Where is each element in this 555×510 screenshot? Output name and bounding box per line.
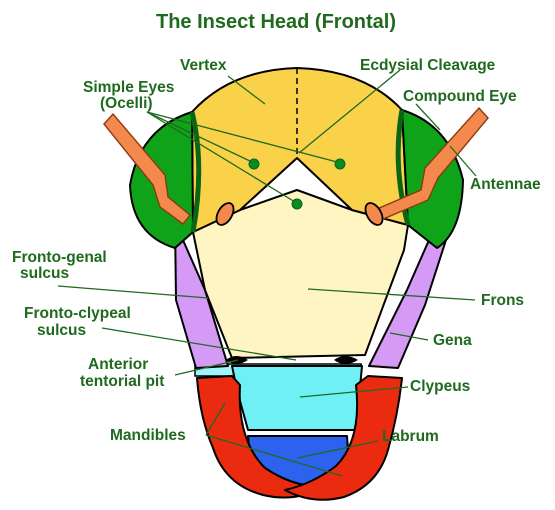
label-tentorial-pit: tentorial pit bbox=[80, 373, 164, 390]
label-clypeus: Clypeus bbox=[410, 378, 470, 395]
ocellus-right bbox=[335, 159, 345, 169]
label-compound-eye: Compound Eye bbox=[403, 88, 517, 105]
label-ocelli: (Ocelli) bbox=[100, 95, 153, 112]
clypeus-region bbox=[232, 366, 362, 430]
label-frons: Frons bbox=[481, 292, 524, 309]
label-mandibles: Mandibles bbox=[110, 427, 186, 444]
label-fronto-clypeal-sulcus: sulcus bbox=[37, 322, 86, 339]
label-labrum: Labrum bbox=[382, 428, 439, 445]
label-simple-eyes: Simple Eyes bbox=[83, 79, 174, 96]
label-anterior: Anterior bbox=[88, 356, 148, 373]
label-ecdysial-cleavage: Ecdysial Cleavage bbox=[360, 57, 496, 74]
label-gena: Gena bbox=[433, 332, 472, 349]
tentorial-pit-right bbox=[334, 356, 358, 364]
diagram-title: The Insect Head (Frontal) bbox=[156, 11, 396, 33]
label-fronto-clypeal: Fronto-clypeal bbox=[24, 305, 131, 322]
label-fronto-genal: Fronto-genal bbox=[12, 249, 107, 266]
label-fronto-genal-sulcus: sulcus bbox=[20, 265, 69, 282]
label-antennae: Antennae bbox=[470, 176, 541, 193]
label-vertex: Vertex bbox=[180, 57, 227, 74]
ocellus-left bbox=[249, 159, 259, 169]
